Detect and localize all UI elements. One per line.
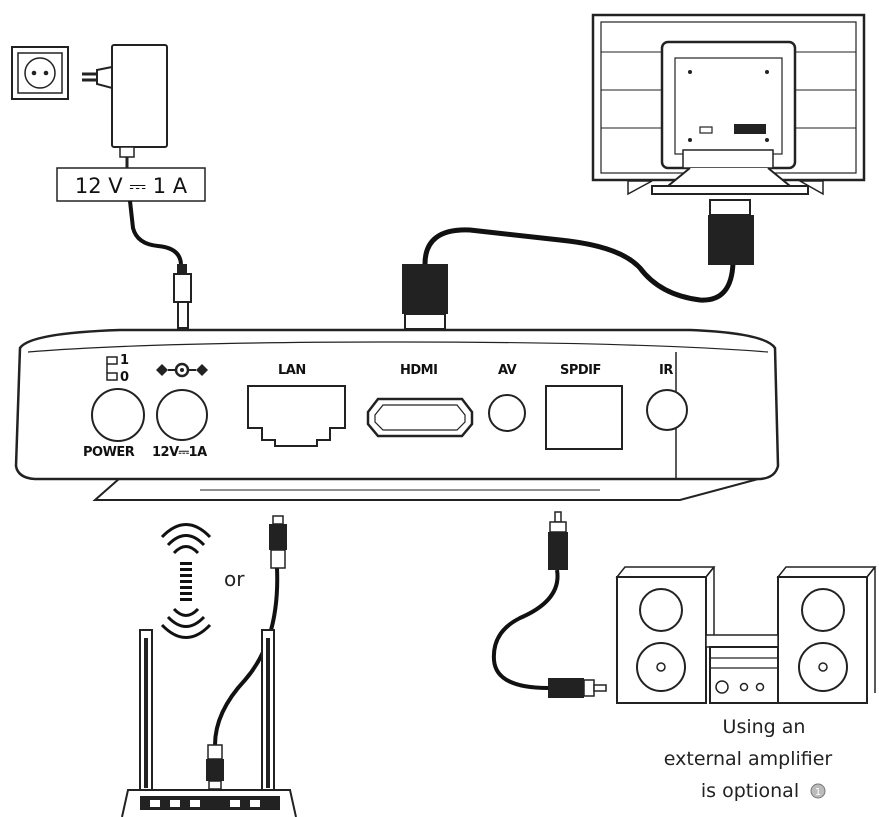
audio-cable — [491, 569, 560, 690]
ir-sensor — [646, 389, 688, 431]
power-port-label: POWER — [83, 445, 135, 460]
footnote-marker: 1 — [810, 783, 826, 799]
dc-plug-icon — [173, 264, 192, 329]
amplifier-note-line3: is optional — [701, 780, 799, 802]
rca-plug-icon — [548, 511, 568, 570]
dc-in-port-label: 12V⎓1A — [152, 445, 207, 460]
adapter-rating-label: 12 V ⎓ 1 A — [56, 167, 206, 202]
amplifier-note-line2: external amplifier — [664, 748, 833, 770]
hdmi-port-label: HDMI — [400, 363, 437, 378]
hdmi-port[interactable] — [366, 397, 474, 438]
stereo-system-icon — [615, 566, 877, 704]
wifi-signal-bars — [180, 562, 192, 601]
footnote-number: 1 — [815, 787, 821, 798]
power-switch[interactable]: 1 0 — [91, 353, 145, 442]
lan-port[interactable] — [247, 385, 346, 447]
router-icon — [121, 629, 297, 817]
av-port[interactable] — [488, 394, 526, 432]
hdmi-cable — [423, 232, 727, 331]
amplifier-note-line1: Using an — [723, 716, 806, 738]
av-port-label: AV — [498, 363, 517, 378]
hdmi-plug-icon — [402, 264, 448, 330]
rca-plug-icon — [548, 678, 607, 698]
hdmi-cable-path — [422, 227, 736, 303]
wifi-signal-icon — [160, 523, 212, 639]
power-switch-on-label: 1 — [120, 353, 129, 368]
lan-port-label: LAN — [278, 363, 306, 378]
tv-icon — [591, 13, 866, 196]
dc-polarity-icon — [156, 362, 208, 378]
adapter-rating-text: 12 V ⎓ 1 A — [75, 174, 188, 198]
power-switch-off-label: 0 — [120, 370, 129, 385]
or-label: or — [224, 567, 245, 591]
ir-port-label: IR — [659, 363, 673, 378]
ethernet-cable — [213, 567, 280, 746]
wall-socket-icon — [11, 46, 69, 100]
spdif-port[interactable] — [545, 385, 623, 450]
dc-in-port[interactable] — [156, 389, 208, 441]
ethernet-plug-icon — [269, 515, 287, 569]
power-cable — [128, 200, 183, 265]
ethernet-plug-icon — [206, 744, 224, 790]
power-adapter-icon — [82, 44, 168, 168]
hdmi-plug-icon — [708, 199, 754, 265]
spdif-port-label: SPDIF — [560, 363, 601, 378]
